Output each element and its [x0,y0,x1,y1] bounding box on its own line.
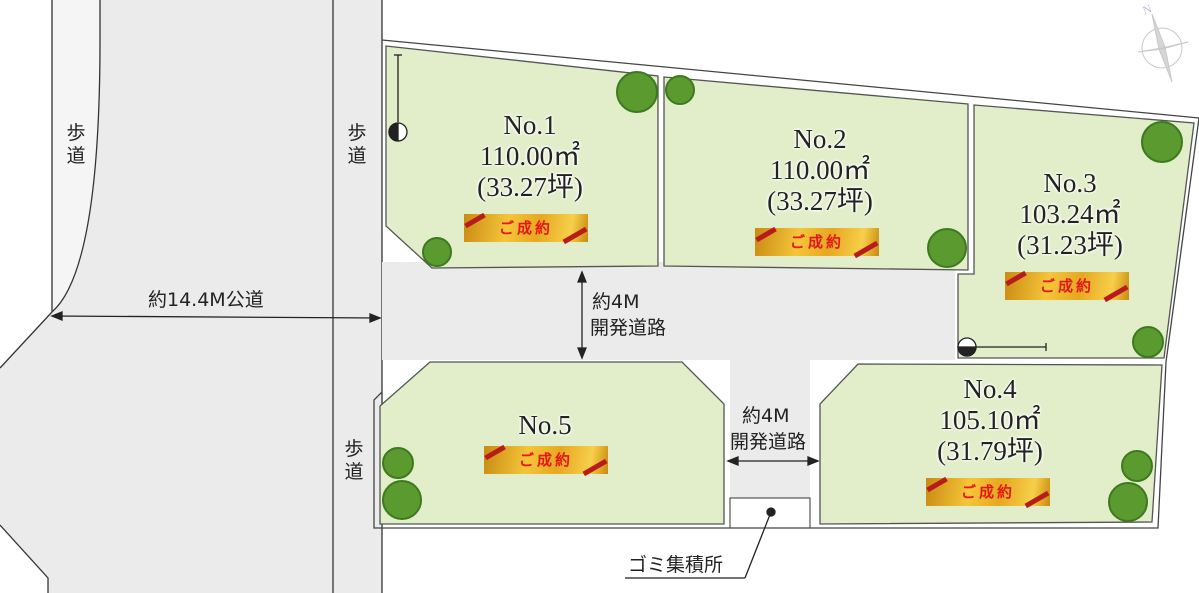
lot-4[interactable] [819,363,1163,525]
development-road [382,262,955,528]
lot-5-label: No.5 [518,410,572,440]
lot-1[interactable] [385,45,659,269]
dev-road-2-width: 約4M [742,405,790,427]
lot-2-status-badge: ご成約 [755,228,879,256]
garbage-area-label: ゴミ集積所 [628,554,724,576]
lot-4-status-badge: ご成約 [926,478,1050,506]
sidewalk-label-upper: 歩道 [347,122,367,167]
tree-icon [382,71,1183,522]
utility-pole-icon [388,54,1047,357]
svg-text:N: N [1141,1,1154,17]
dev-road-2-label: 開発道路 [730,431,807,453]
dev-road-1-label: 開発道路 [590,317,667,339]
lot-2[interactable] [663,76,969,271]
public-road-label: 約14.4M公道 [148,289,264,311]
compass-rose-icon: N [1137,1,1189,83]
sidewalk-label-lower: 歩道 [344,438,364,483]
dev-road-1-width: 約4M [592,291,640,313]
road-lines [0,0,383,593]
dimension-arrows [50,270,820,579]
lot-1-status-badge: ご成約 [464,214,588,242]
sidewalk-left [52,0,100,312]
lot-3-status-badge: ご成約 [1005,272,1129,300]
lot-5-status-badge: ご成約 [484,446,608,474]
sidewalk-label-left: 歩道 [66,122,86,167]
lot-5[interactable] [379,361,725,525]
